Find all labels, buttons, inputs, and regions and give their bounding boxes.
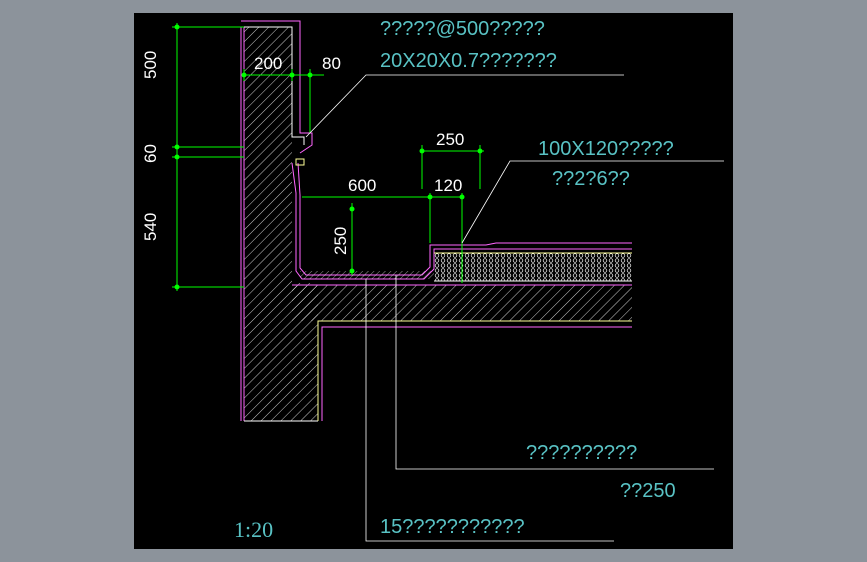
dim-500: 500	[141, 51, 160, 79]
dim-200: 200	[254, 54, 282, 73]
note-insulation-line1: 100X120?????	[538, 138, 674, 160]
dimension-lines	[172, 23, 484, 291]
dim-600: 600	[348, 176, 376, 195]
note-gutter-line2: 20X20X0.7???????	[380, 50, 557, 72]
gutter-lining	[291, 162, 632, 280]
note-slope-line1: ??????????	[526, 442, 637, 464]
dimension-ticks	[174, 24, 483, 290]
note-gutter-line1: ?????@500?????	[380, 18, 545, 40]
dim-250-vertical: 250	[331, 227, 350, 255]
dim-80: 80	[322, 54, 341, 73]
concrete-slab	[292, 284, 632, 421]
dim-60: 60	[141, 144, 160, 163]
leader-lines	[305, 74, 724, 542]
note-insulation-line2: ??2?6??	[552, 168, 630, 190]
drain-fitting-icon	[295, 158, 305, 166]
cad-drawing-canvas: 500 60 540 200 80 250 600 120 250 ?????@…	[134, 13, 733, 549]
section-detail-drawing: 500 60 540 200 80 250 600 120 250 ?????@…	[141, 18, 724, 542]
dim-250-top: 250	[436, 130, 464, 149]
note-mortar: 15???????????	[380, 516, 525, 538]
concrete-wall	[240, 20, 318, 422]
note-slope-line2: ??250	[620, 480, 676, 502]
insulation-layer	[434, 252, 632, 282]
scale-label: 1:20	[234, 517, 273, 542]
dim-540: 540	[141, 213, 160, 241]
dim-120: 120	[434, 176, 462, 195]
